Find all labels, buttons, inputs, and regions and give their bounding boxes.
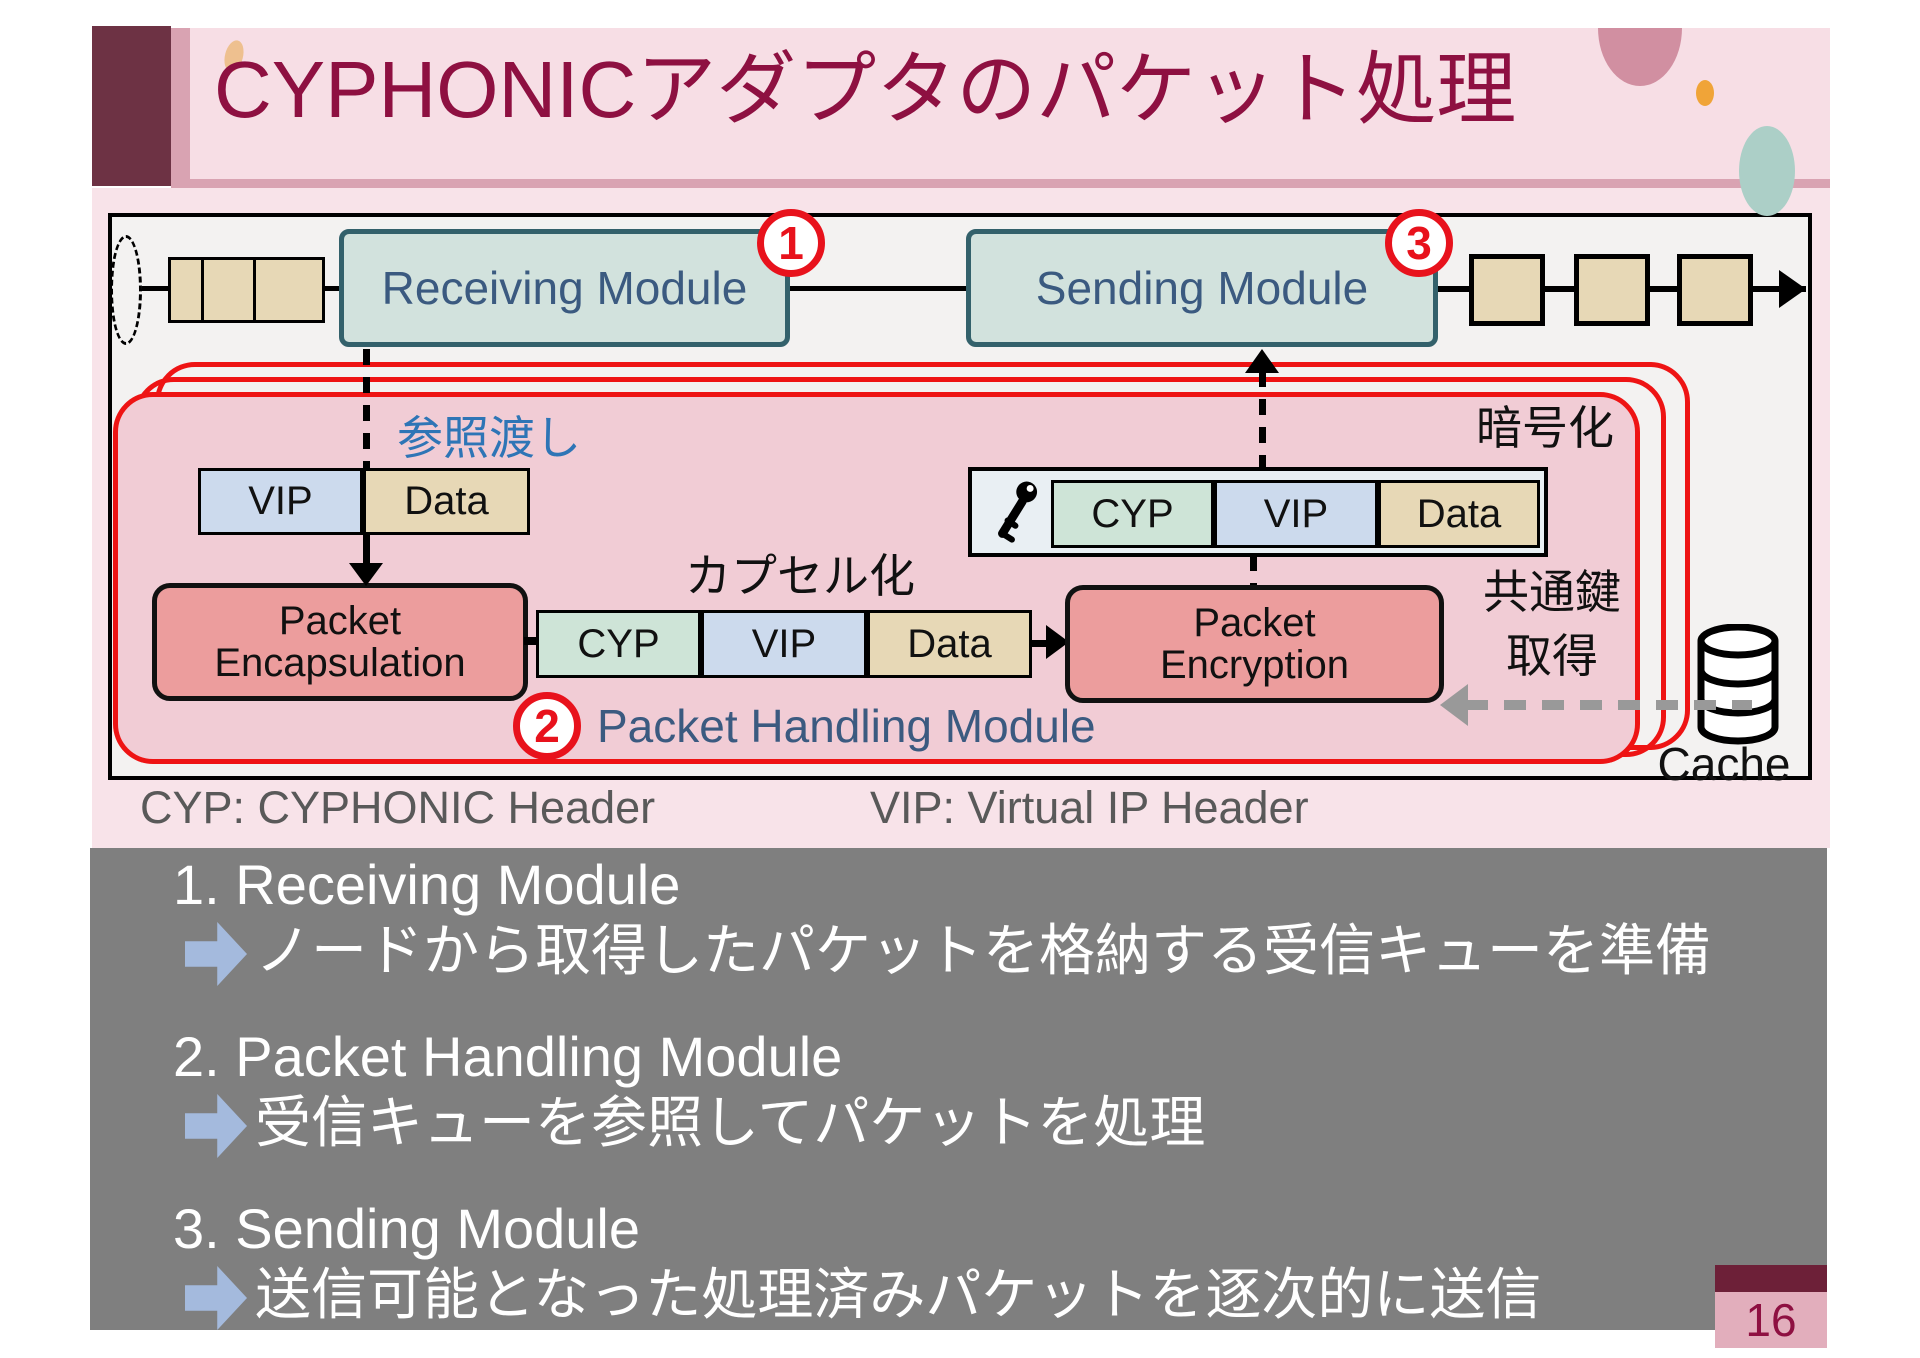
up-dashed-line bbox=[1259, 371, 1266, 467]
header-band-edge bbox=[171, 28, 190, 179]
packet2-data-segment: Data bbox=[867, 610, 1032, 678]
down-arrowhead-icon bbox=[349, 563, 383, 586]
note-3-heading: 3. Sending Module bbox=[173, 1197, 641, 1260]
note-1-heading: 1. Receiving Module bbox=[173, 853, 681, 916]
up-arrowhead-icon bbox=[1245, 349, 1279, 373]
queue-divider bbox=[253, 260, 256, 320]
note-3-body: 送信可能となった処理済みパケットを逐次的に送信 bbox=[255, 1263, 1542, 1326]
packet3-data-segment: Data bbox=[1378, 480, 1540, 548]
shared-key-label-line2: 取得 bbox=[1506, 630, 1598, 682]
connector-line bbox=[524, 637, 538, 645]
output-queue-square bbox=[1574, 254, 1650, 326]
packet-encapsulation-box: Packet Encapsulation bbox=[152, 583, 528, 701]
connector-line bbox=[325, 286, 339, 291]
ref-pass-label: 参照渡し bbox=[397, 412, 581, 464]
header-underline bbox=[171, 179, 1830, 188]
cache-database-icon bbox=[1697, 624, 1779, 745]
note-2-heading: 2. Packet Handling Module bbox=[173, 1025, 843, 1088]
cache-label: Cache bbox=[1657, 738, 1791, 790]
receive-queue bbox=[168, 257, 325, 323]
right-arrow-line bbox=[1032, 640, 1050, 647]
page-number-bar bbox=[1715, 1265, 1827, 1292]
decor-dot-teal bbox=[1739, 126, 1795, 216]
key-fetch-dashed-line bbox=[1466, 700, 1752, 710]
sending-module-box: Sending Module bbox=[966, 229, 1438, 347]
notes-panel bbox=[90, 848, 1827, 1330]
receiving-module-label: Receiving Module bbox=[381, 261, 748, 314]
connector-line bbox=[142, 286, 168, 291]
note-1-body: ノードから取得したパケットを格納する受信キューを準備 bbox=[255, 919, 1711, 982]
ref-pass-dashed-line bbox=[363, 349, 370, 468]
receiving-module-box: Receiving Module bbox=[339, 229, 790, 347]
queue-divider bbox=[201, 260, 204, 320]
header-band bbox=[190, 28, 1830, 179]
legend-cyp: CYP: CYPHONIC Header bbox=[140, 782, 656, 833]
step-badge-3: 3 bbox=[1385, 209, 1453, 277]
decor-dot-orange bbox=[1696, 80, 1714, 106]
page-title: CYPHONICアダプタのパケット処理 bbox=[214, 45, 1517, 134]
key-icon bbox=[998, 481, 1038, 543]
packet-encryption-box: Packet Encryption bbox=[1065, 585, 1444, 703]
output-arrowhead-icon bbox=[1779, 270, 1806, 308]
key-fetch-arrowhead-icon bbox=[1440, 684, 1468, 726]
legend-vip: VIP: Virtual IP Header bbox=[870, 782, 1309, 833]
note-2-body: 受信キューを参照してパケットを処理 bbox=[255, 1091, 1206, 1154]
packet1-vip-segment: VIP bbox=[198, 468, 363, 535]
down-arrow-line bbox=[363, 535, 370, 567]
encapsulation-process-label: カプセル化 bbox=[685, 550, 915, 602]
header-accent-block bbox=[92, 26, 171, 186]
right-arrowhead-icon bbox=[1046, 625, 1069, 659]
page-number: 16 bbox=[1715, 1292, 1827, 1348]
connector-line bbox=[790, 286, 966, 291]
stream-source-ellipse bbox=[110, 235, 142, 345]
encryption-dashed-line bbox=[1250, 555, 1257, 585]
packet3-vip-segment: VIP bbox=[1214, 480, 1378, 548]
step-badge-1: 1 bbox=[757, 209, 825, 277]
packet-handling-module-label: Packet Handling Module bbox=[597, 700, 1096, 752]
packet2-cyp-segment: CYP bbox=[536, 610, 701, 678]
step-badge-2: 2 bbox=[513, 692, 581, 760]
output-queue-square bbox=[1677, 254, 1753, 326]
output-queue-square bbox=[1469, 254, 1545, 326]
packet1-data-segment: Data bbox=[363, 468, 530, 535]
shared-key-label-line1: 共通鍵 bbox=[1483, 566, 1621, 618]
packet3-cyp-segment: CYP bbox=[1051, 480, 1214, 548]
packet2-vip-segment: VIP bbox=[701, 610, 867, 678]
sending-module-label: Sending Module bbox=[1035, 261, 1369, 314]
encryption-process-label: 暗号化 bbox=[1476, 402, 1614, 454]
